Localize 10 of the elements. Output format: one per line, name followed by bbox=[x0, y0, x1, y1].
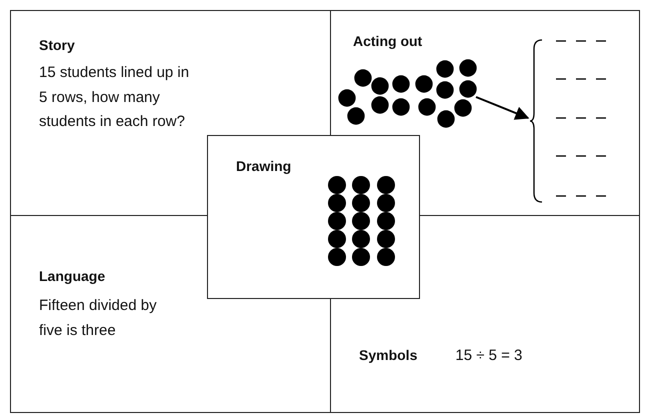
center-panel bbox=[207, 135, 420, 299]
quadrant-heading: Language bbox=[39, 267, 106, 286]
quadrant-heading: Story bbox=[39, 36, 76, 55]
quadrant-heading: Symbols bbox=[359, 346, 418, 365]
body-text: 15 students lined up in 5 rows, how many students in each row? bbox=[39, 63, 190, 132]
body-text: Fifteen divided by five is three bbox=[39, 296, 158, 340]
quadrant-heading: Drawing bbox=[236, 157, 292, 176]
arrow bbox=[476, 96, 530, 120]
equation: 15 ÷ 5 = 3 bbox=[455, 346, 522, 366]
quadrant-heading: Acting out bbox=[353, 32, 424, 51]
